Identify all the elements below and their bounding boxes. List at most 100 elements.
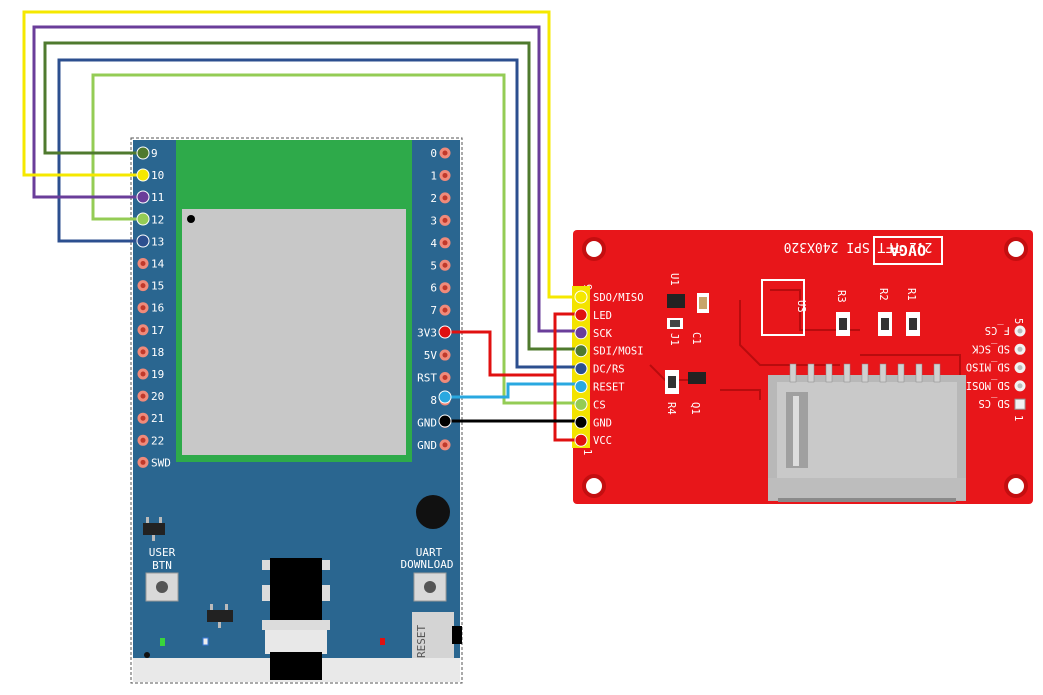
right-pin-0[interactable]: 0	[430, 147, 451, 160]
led-green	[160, 638, 165, 646]
wire-9-mosi	[43, 41, 580, 351]
module-shield	[182, 209, 406, 455]
right-pin-label: GND	[417, 416, 437, 429]
right-pin-5v[interactable]: 5V	[424, 349, 451, 362]
right-pin-rst[interactable]: RST	[417, 372, 451, 385]
sd-pin-label: SD_SCK	[971, 342, 1010, 354]
left-pin-label: 19	[151, 368, 164, 381]
uart-label-1: UART	[416, 546, 443, 559]
left-pin-21[interactable]: 21	[137, 412, 165, 425]
tft-pin-label: SDI/MOSI	[593, 346, 644, 358]
r4-label: R4	[665, 402, 677, 415]
right-pin-3[interactable]: 3	[430, 214, 451, 227]
transistor-middle	[207, 610, 233, 622]
q1-label: Q1	[689, 402, 701, 415]
left-pin-label: 11	[151, 191, 164, 204]
u1-label: U1	[668, 273, 680, 286]
uart-label-2: DOWNLOAD	[401, 558, 454, 571]
right-pin-6[interactable]: 6	[430, 282, 451, 295]
right-pin-label: 3V3	[417, 327, 437, 340]
wire-8-reset	[445, 382, 580, 399]
left-pin-15[interactable]: 15	[137, 280, 165, 293]
sd-pin-num-bottom: 1	[1012, 415, 1024, 421]
wire-led-vcc	[553, 312, 580, 442]
tft-module: 2.2 TFT SPI 240X320 QVGA U1 C1 J1 U3	[572, 230, 1033, 504]
right-pin-label: 3	[430, 214, 437, 227]
wires	[22, 10, 580, 442]
right-pin-2[interactable]: 2	[430, 192, 451, 205]
left-pin-16[interactable]: 16	[137, 302, 165, 315]
sd-pin-sd_mosi[interactable]: SD_MOSI	[966, 379, 1026, 392]
right-pin-label: 2	[430, 192, 437, 205]
left-pin-label: 13	[151, 235, 164, 248]
user-btn-label-1: USER	[149, 546, 176, 559]
j1-label: J1	[668, 333, 680, 346]
left-pin-label: 12	[151, 213, 164, 226]
left-pin-SWD[interactable]: SWD	[137, 456, 171, 469]
right-pin-label: RST	[417, 372, 437, 385]
right-pin-label: 8	[430, 394, 437, 407]
sd-pin-label: F_CS	[985, 324, 1010, 336]
right-pin-label: 5	[430, 259, 437, 272]
sd-pin-header: F_CS SD_SCK SD_MISO SD_MOSI SD_CS	[966, 324, 1026, 410]
right-pin-label: 5V	[424, 349, 438, 362]
r1-label: R1	[905, 288, 917, 301]
sd-card-slot	[768, 375, 966, 502]
right-pin-4[interactable]: 4	[430, 237, 451, 250]
wire-endpoints	[136, 146, 588, 447]
right-pin-gnd[interactable]: GND	[417, 439, 451, 452]
left-pin-22[interactable]: 22	[137, 434, 165, 447]
right-pin-label: 1	[430, 169, 437, 182]
right-pin-label: 0	[430, 147, 437, 160]
tft-pin-label: DC/RS	[593, 364, 625, 376]
sd-pin-label: SD_CS	[978, 397, 1010, 409]
sd-pin-num-top: 5	[1012, 318, 1024, 324]
wire-10-miso	[22, 10, 580, 299]
left-pin-19[interactable]: 19	[137, 368, 165, 381]
right-pin-5[interactable]: 5	[430, 259, 451, 272]
wire-12-cs	[91, 73, 580, 405]
u1-chip	[667, 294, 685, 308]
left-pin-label: 17	[151, 324, 164, 337]
tft-pin-num-bottom: 1	[581, 449, 593, 455]
buzzer	[416, 495, 450, 529]
sd-pin-sd_sck[interactable]: SD_SCK	[971, 342, 1026, 355]
left-pin-label: 9	[151, 147, 158, 160]
led-red	[380, 638, 385, 645]
sd-pin-sd_cs[interactable]: SD_CS	[978, 397, 1026, 410]
tft-pin-label: LED	[593, 310, 612, 322]
left-pin-14[interactable]: 14	[137, 258, 165, 271]
left-pin-label: 14	[151, 258, 165, 271]
u3-outline	[761, 279, 805, 336]
right-pin-label: 4	[430, 237, 437, 250]
brand-box	[873, 236, 943, 265]
reset-switch[interactable]	[412, 612, 462, 658]
sd-pin-label: SD_MISO	[966, 361, 1010, 373]
sd-slot-contacts	[789, 363, 941, 383]
tft-pin-label: SDO/MISO	[593, 292, 644, 304]
sd-pin-f_cs[interactable]: F_CS	[985, 324, 1026, 337]
led-blue	[202, 637, 209, 646]
left-pin-20[interactable]: 20	[137, 390, 165, 403]
left-pin-label: 10	[151, 169, 164, 182]
tft-pin-label: RESET	[593, 382, 625, 394]
right-pin-1[interactable]: 1	[430, 169, 451, 182]
left-pin-label: SWD	[151, 456, 171, 469]
uart-download-button[interactable]	[413, 572, 447, 602]
transistor-left	[143, 523, 165, 535]
right-pin-label: GND	[417, 439, 437, 452]
left-pin-label: 21	[151, 412, 164, 425]
board-outline	[130, 137, 463, 684]
user-button[interactable]	[145, 572, 179, 602]
pin1-dot	[187, 215, 195, 223]
right-pin-label: 7	[430, 304, 437, 317]
right-pin-label: 6	[430, 282, 437, 295]
sd-pin-sd_miso[interactable]: SD_MISO	[966, 361, 1026, 374]
sd-pin-label: SD_MOSI	[966, 379, 1010, 391]
right-pin-7[interactable]: 7	[430, 304, 451, 317]
left-pin-18[interactable]: 18	[137, 346, 165, 359]
left-pin-17[interactable]: 17	[137, 324, 165, 337]
